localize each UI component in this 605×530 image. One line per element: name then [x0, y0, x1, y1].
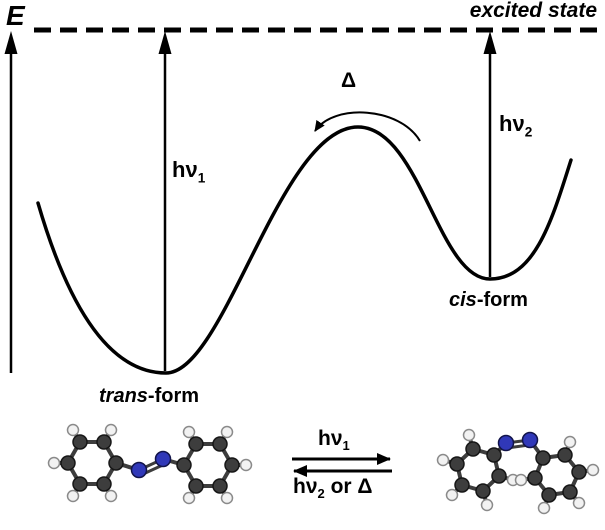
reaction-forward-label: hν1 [318, 427, 350, 454]
reaction-reverse-label: hν2 or Δ [293, 475, 373, 502]
hydrogen-atom [66, 423, 80, 437]
hydrogen-atom [47, 456, 61, 470]
carbon-atom [449, 456, 465, 472]
hv1-excitation-arrow [158, 31, 172, 371]
hydrogen-atom [182, 491, 196, 505]
carbon-atom [527, 470, 543, 486]
energy-axis-arrowhead-icon [4, 31, 18, 54]
delta-label: Δ [341, 69, 357, 92]
carbon-atom [212, 436, 228, 452]
carbon-atom [571, 464, 587, 480]
carbon-atom [224, 457, 240, 473]
excited-state-label: excited state [469, 0, 597, 22]
hv1-arrowhead-icon [158, 31, 172, 54]
hv1-text: hν [172, 157, 198, 182]
equilibrium-arrows [292, 453, 392, 477]
hv1-subscript: 1 [197, 170, 206, 186]
carbon-atom [491, 468, 507, 484]
carbon-atom [60, 455, 76, 471]
cis-italic-text: cis [449, 289, 477, 311]
hydrogen-atom [586, 463, 600, 477]
trans-suffix-text: -form [147, 385, 200, 407]
carbon-atom [454, 477, 470, 493]
carbon-atom [176, 457, 192, 473]
hydrogen-atom [537, 501, 551, 515]
carbon-atom [72, 434, 88, 450]
hydrogen-atom [572, 496, 586, 510]
nitrogen-atom [521, 431, 539, 449]
trans-form-label: trans-form [99, 386, 199, 407]
energy-axis-arrow [4, 31, 18, 373]
hydrogen-atom [462, 428, 476, 442]
carbon-atom [486, 447, 502, 463]
reverse-subscript: 2 [317, 486, 325, 502]
hydrogen-atom [182, 425, 196, 439]
hydrogen-atom [239, 458, 253, 472]
nitrogen-atom [130, 461, 148, 479]
hydrogen-atom [514, 473, 528, 487]
trans-italic-text: trans [99, 385, 148, 407]
carbon-atom [557, 447, 573, 463]
hv1-label: hν1 [172, 158, 205, 186]
cis-azobenzene-molecule [436, 428, 600, 515]
hv2-excitation-arrow [483, 31, 497, 277]
trans-atoms [47, 423, 253, 505]
trans-azobenzene-molecule [47, 423, 253, 505]
hydrogen-atom [220, 425, 234, 439]
hv2-text: hν [499, 111, 525, 136]
carbon-atom [188, 436, 204, 452]
hv2-subscript: 2 [524, 124, 533, 140]
hydrogen-atom [66, 489, 80, 503]
energy-axis-label: E [6, 0, 25, 31]
reverse-suffix-text: or Δ [324, 475, 373, 498]
cis-atoms [436, 428, 600, 515]
thermal-relaxation-arrow [314, 111, 421, 142]
forward-text: hν [318, 427, 343, 450]
carbon-atom [188, 478, 204, 494]
forward-subscript: 1 [342, 438, 350, 454]
hydrogen-atom [563, 435, 577, 449]
carbon-atom [212, 478, 228, 494]
carbon-atom [72, 476, 88, 492]
hydrogen-atom [436, 453, 450, 467]
cis-suffix-text: -form [476, 289, 528, 311]
nitrogen-atom [154, 450, 172, 468]
hydrogen-atom [104, 423, 118, 437]
hv2-arrowhead-icon [483, 31, 497, 54]
carbon-atom [475, 483, 491, 499]
carbon-atom [108, 455, 124, 471]
carbon-atom [96, 434, 112, 450]
carbon-atom [541, 487, 557, 503]
potential-energy-curve [36, 125, 573, 375]
hydrogen-atom [480, 498, 494, 512]
hydrogen-atom [220, 491, 234, 505]
hydrogen-atom [104, 489, 118, 503]
hv2-label: hν2 [499, 112, 532, 140]
carbon-atom [465, 441, 481, 457]
carbon-atom [562, 484, 578, 500]
carbon-atom [535, 450, 551, 466]
hydrogen-atom [445, 488, 459, 502]
nitrogen-atom [497, 434, 515, 452]
reverse-text: hν [293, 475, 318, 498]
carbon-atom [96, 476, 112, 492]
cis-form-label: cis-form [449, 290, 528, 311]
